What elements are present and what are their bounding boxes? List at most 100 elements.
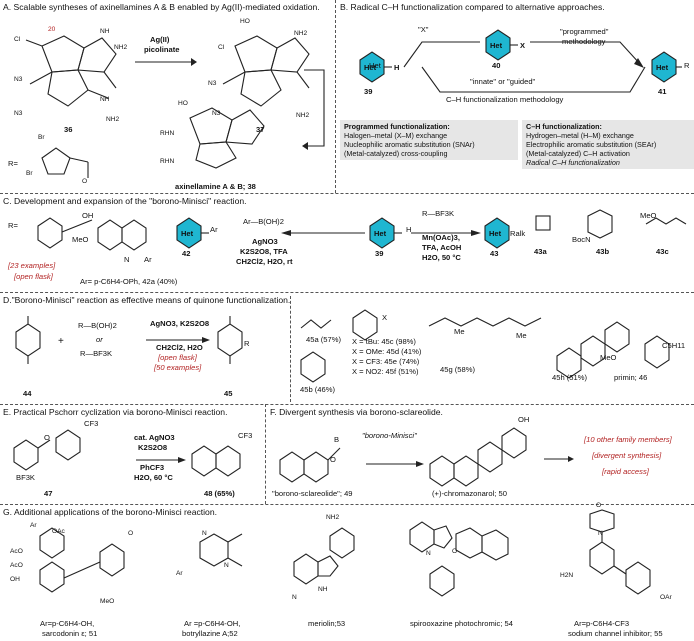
g-meo-51: MeO — [100, 598, 115, 605]
g-o-55: O — [596, 502, 602, 509]
c-left-cond2: K2S2O8, TFA — [240, 247, 288, 256]
box-programmed-title: Programmed functionalization: — [344, 122, 450, 131]
d-45a: 45a (57%) — [306, 335, 342, 344]
atom-n3-36a: N3 — [14, 76, 23, 83]
r-alk: Ralk — [510, 229, 526, 238]
g-o-51: O — [128, 530, 134, 537]
molecule-53 — [293, 527, 355, 585]
g-55-line2: sodium channel inhibitor; 55 — [568, 629, 663, 638]
compound-43b: 43b — [596, 247, 610, 256]
svg-text:Het: Het — [364, 63, 377, 72]
compound-39-c: 39 — [375, 249, 384, 258]
panel-c-title: C. Development and expansion of the "bor… — [3, 196, 247, 206]
atom-nh-36a: NH — [100, 28, 110, 35]
f-note2: [divergent synthesis] — [592, 451, 662, 460]
molecule-51 — [39, 527, 125, 593]
panel-b-title: B. Radical C–H functionalization compare… — [340, 2, 605, 12]
ar-c: Ar — [210, 225, 218, 234]
box-ch-line4: Radical C–H functionalization — [526, 158, 620, 167]
f-oh: OH — [518, 415, 530, 424]
bocn-43b: BocN — [572, 235, 591, 244]
atom-n3-36b: N3 — [14, 110, 23, 117]
box-ch: C–H functionalization: Hydrogen–metal (H… — [522, 120, 694, 169]
box-programmed-line2: Nucleophilic aromatic substitution (SNAr… — [344, 140, 475, 149]
box-programmed-line3: (Metal-catalyzed) cross-coupling — [344, 149, 448, 158]
panel-a-title: A. Scalable syntheses of axinellamines A… — [3, 2, 320, 12]
scheme-f — [279, 427, 527, 487]
alkyl-groups-43 — [535, 209, 687, 239]
g-51-line2: sarcodonin ε; 51 — [42, 629, 98, 638]
d-45g: 45g (58%) — [440, 365, 476, 374]
ch-method-label: C–H functionalization methodology — [446, 95, 564, 104]
g-o-54: O — [452, 548, 458, 555]
g-52-line1: Ar =p-C6H4-OH, — [184, 619, 241, 628]
atom-o-pyrrole: O — [82, 178, 88, 185]
g-53: meriolin;53 — [308, 619, 346, 628]
d-cond1: AgNO3, K2S2O8 — [150, 319, 210, 328]
compound-45: 45 — [224, 389, 233, 398]
g-h2n-55: H2N — [560, 572, 574, 579]
svg-text:Het: Het — [181, 229, 194, 238]
c-left-cond1: AgNO3 — [252, 237, 278, 246]
d-x: X — [382, 313, 388, 322]
compound-39-b: 39 — [364, 87, 373, 96]
d-cond2: CH2Cl2, H2O — [156, 343, 203, 352]
x-label: "X" — [418, 25, 429, 34]
compound-48: 48 (65%) — [204, 489, 235, 498]
atom-cl-37: Cl — [218, 44, 225, 51]
g-55-line1: Ar=p-C6H4-CF3 — [574, 619, 630, 628]
d-x-list4: X = NO2: 45f (51%) — [352, 367, 419, 376]
e-cond3: PhCF3 — [140, 463, 165, 472]
d-reagent2: R—BF3K — [80, 349, 113, 358]
compound-37: 37 — [256, 125, 265, 134]
box-ch-line3: (Metal-catalyzed) C–H activation — [526, 149, 630, 158]
label-c20: 20 — [48, 26, 56, 33]
g-nh-53: NH — [318, 586, 328, 593]
e-o-47: O — [44, 433, 50, 442]
divider-row3 — [0, 404, 694, 405]
d-me1: Me — [454, 327, 465, 336]
compound-42: 42 — [182, 249, 191, 258]
svg-text:Het: Het — [490, 41, 503, 50]
d-45h: 45h (51%) — [552, 373, 588, 382]
programmed-label: "programmed" — [560, 27, 609, 36]
g-n-55: N — [598, 530, 603, 537]
quinone-substituents — [300, 309, 670, 383]
atom-cl-36: Cl — [14, 36, 21, 43]
compound-43: 43 — [490, 249, 499, 258]
meo-43c: MeO — [640, 211, 657, 220]
box-programmed: Programmed functionalization: Halogen–me… — [340, 120, 518, 160]
compound-41: 41 — [658, 87, 667, 96]
g-51-line1: Ar=p-C6H4-OH, — [40, 619, 95, 628]
d-meo: MeO — [600, 353, 617, 362]
box-ch-line2: Electrophilic aromatic substitution (SEA… — [526, 140, 657, 149]
g-aco1: AcO — [10, 548, 23, 555]
compound-44: 44 — [23, 389, 32, 398]
svg-text:Het: Het — [374, 229, 387, 238]
f-note1: [10 other family members] — [584, 435, 672, 444]
divider-EF — [265, 404, 266, 504]
oh-42: OH — [82, 211, 94, 220]
g-n-53: N — [292, 594, 297, 601]
d-or: or — [96, 335, 103, 344]
meo-42: MeO — [72, 235, 89, 244]
scheme-b: Het H Het X Het — [359, 29, 682, 93]
compound-47: 47 — [44, 489, 53, 498]
atom-n3-37b: N3 — [212, 110, 221, 117]
aryl-note: Ar= p-C6H4-OPh, 42a (40%) — [80, 277, 178, 286]
f-o: O — [330, 455, 336, 464]
reagent-picolinate: picolinate — [144, 45, 180, 54]
n-42: N — [124, 255, 130, 264]
c-right-reagent: R—BF3K — [422, 209, 455, 218]
h-39-c: H — [406, 225, 412, 234]
r-41: R — [684, 61, 690, 70]
svg-text:Het: Het — [656, 63, 669, 72]
box-ch-line1: Hydrogen–metal (H–M) exchange — [526, 131, 634, 140]
molecule-52 — [199, 533, 243, 567]
e-cf3-48: CF3 — [238, 431, 253, 440]
molecule-37 — [222, 35, 310, 107]
g-nh2-53: NH2 — [326, 514, 340, 521]
box-programmed-line1: Halogen–metal (X–M) exchange — [344, 131, 448, 140]
c-left-reagent: Ar—B(OH)2 — [243, 217, 284, 226]
svg-text:H: H — [394, 63, 399, 72]
